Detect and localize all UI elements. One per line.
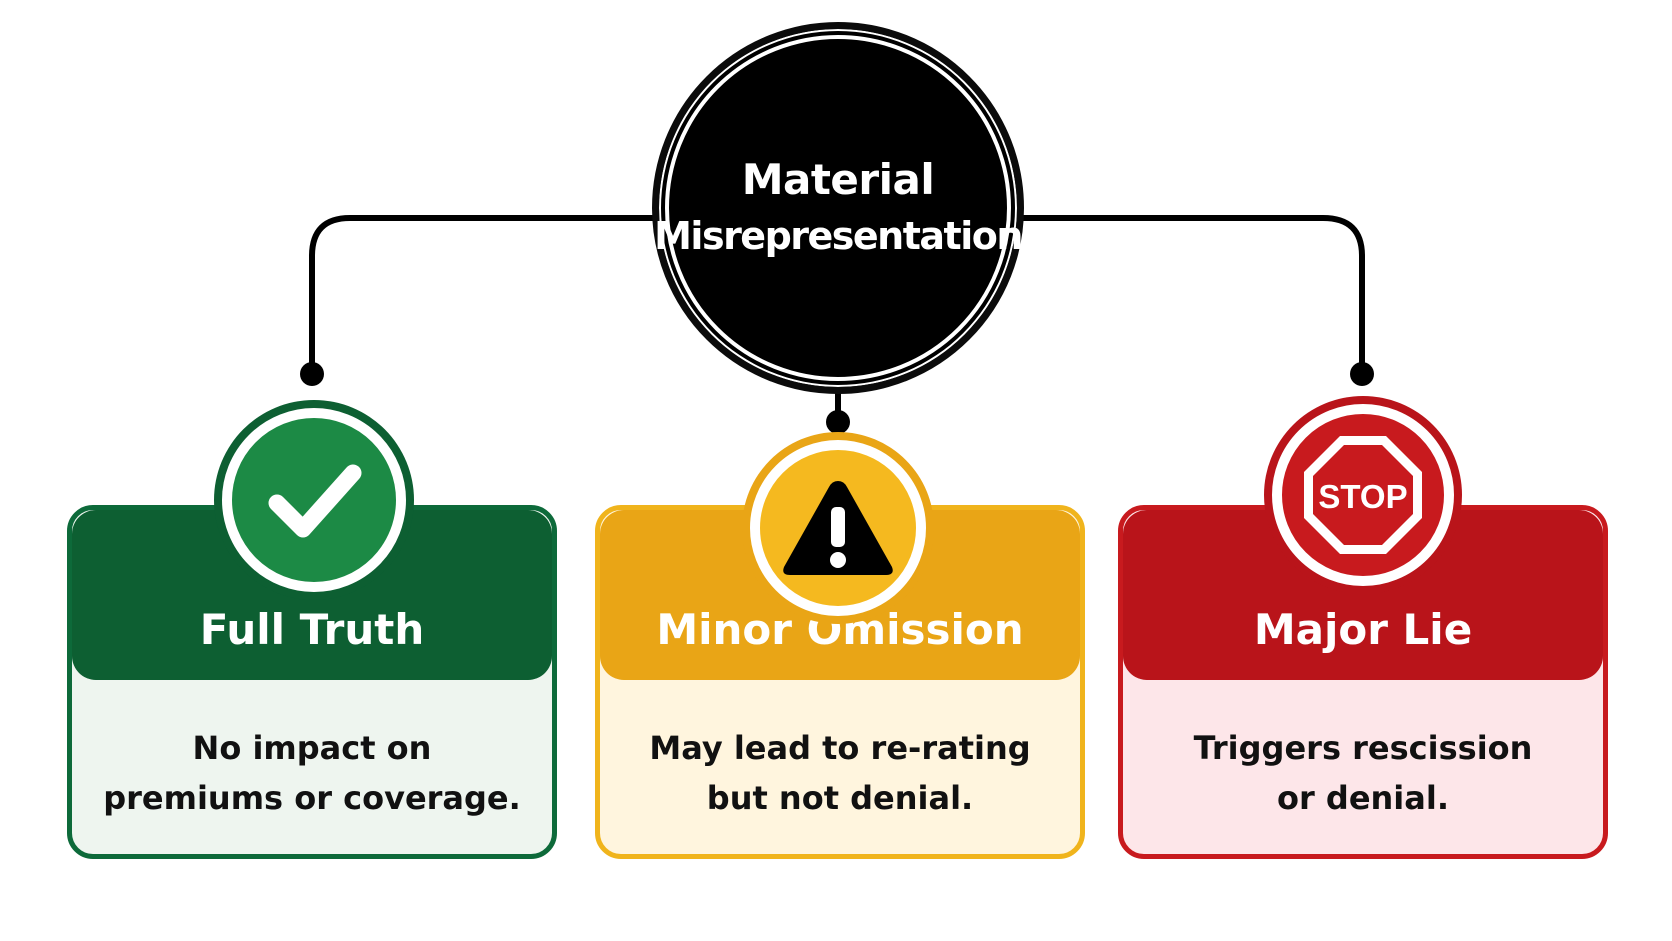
connector-left bbox=[309, 215, 658, 375]
card-description-line1: No impact on bbox=[192, 729, 432, 767]
checkmark-icon bbox=[268, 464, 362, 538]
card-title: Full Truth bbox=[199, 605, 425, 654]
card-description-line1: May lead to re-rating bbox=[649, 729, 1031, 767]
center-title-line2: Misrepresentation bbox=[654, 214, 1023, 258]
connector-right bbox=[1017, 215, 1365, 375]
card-body: No impact on premiums or coverage. bbox=[72, 682, 552, 854]
warning-badge bbox=[750, 440, 926, 616]
checkmark-badge bbox=[222, 408, 406, 592]
connector-dot-middle bbox=[826, 410, 850, 434]
card-body: May lead to re-rating but not denial. bbox=[600, 682, 1080, 854]
center-node-ring bbox=[665, 35, 1011, 381]
warning-icon bbox=[783, 481, 893, 575]
stop-badge: STOP bbox=[1272, 404, 1454, 586]
card-description-line2: but not denial. bbox=[706, 779, 974, 817]
center-title-line1: Material bbox=[741, 155, 935, 204]
connector-dot-right bbox=[1350, 362, 1374, 386]
stop-sign-icon: STOP bbox=[1304, 436, 1422, 554]
center-node: Material Misrepresentation bbox=[652, 22, 1024, 394]
center-node-label: Material Misrepresentation bbox=[654, 29, 1023, 387]
stop-sign-label: STOP bbox=[1318, 478, 1407, 515]
card-title: Major Lie bbox=[1253, 605, 1473, 654]
card-description-line1: Triggers rescission bbox=[1193, 729, 1533, 767]
card-description-line2: premiums or coverage. bbox=[103, 779, 521, 817]
card-description-line2: or denial. bbox=[1277, 779, 1449, 817]
card-body: Triggers rescission or denial. bbox=[1123, 682, 1603, 854]
connector-dot-left bbox=[300, 362, 324, 386]
